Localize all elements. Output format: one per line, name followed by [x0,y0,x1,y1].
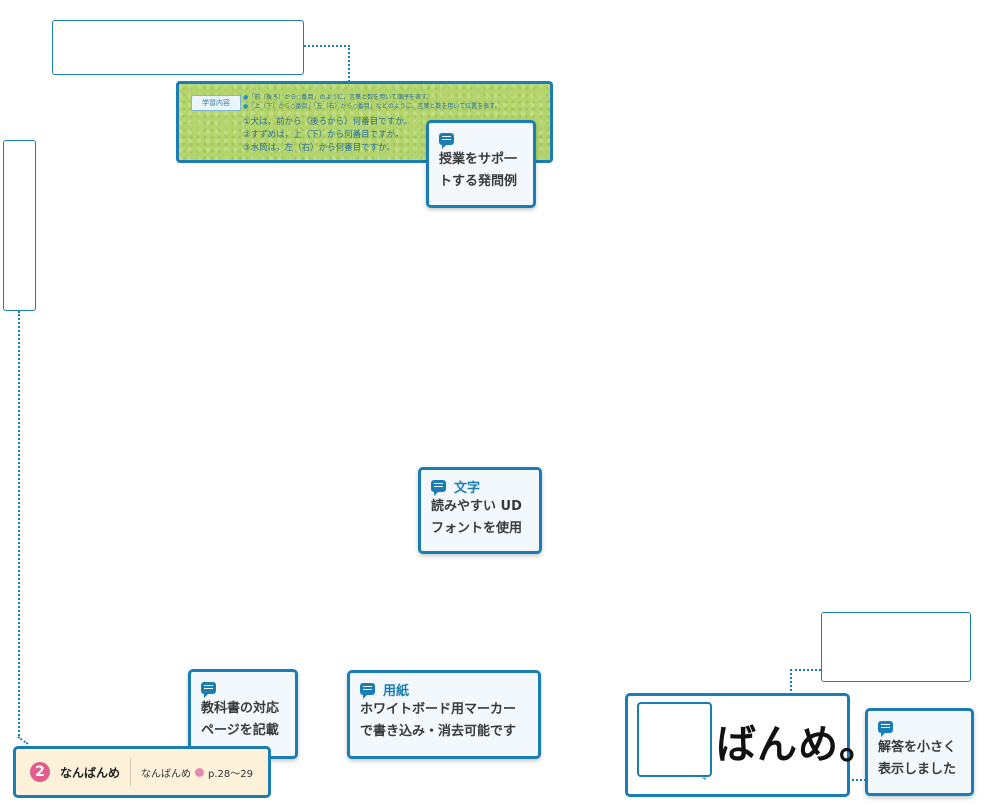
chat-bubble-icon [439,133,454,149]
unit-number-badge: 2 [30,762,50,782]
answer-box: ばんめ。 4 [625,693,879,797]
chat-bubble-icon [431,480,446,496]
connector-left-v [18,311,20,736]
callout-line: 表示しました [878,762,957,777]
callout-line: ホワイトボード用マーカー [360,702,517,717]
question-2: ②すずめは，上（下）から何番目ですか。 [243,130,404,140]
connector-right-v [790,669,792,695]
callout-title: 文字 [454,480,481,496]
answer-word: ばんめ。 [716,722,880,768]
callout-line: で書き込み・消去可能です [360,724,517,739]
objective-2: ●「上（下）から○番目」「左（右）から○番目」などのように，言葉と数を用いて位置… [243,103,501,110]
reference-title: なんばんめ [141,768,192,780]
textbook-icon [195,767,205,777]
study-tag: 学習内容 [191,95,241,111]
connector-top-v [348,45,350,82]
callout-line: 読みやすい UD [431,499,522,514]
objective-1: ●「前（後ろ）から○番目」のように，言葉と数を用いて順序を表す。 [243,94,433,101]
callout-line: トする発問例 [439,174,518,189]
page-header-bar: 2 なんばんめ なんばんめ p.28～29 [13,746,271,798]
empty-box-top [52,20,304,75]
chat-bubble-icon [878,721,893,737]
answer-small-number: 4 [702,774,707,782]
callout-paper: 用紙 ホワイトボード用マーカー で書き込み・消去可能です [347,670,541,759]
callout-textbook: 教科書の対応 ページを記載 [188,669,298,759]
empty-box-left [3,140,36,311]
connector-right-h [790,669,821,671]
callout-line: 解答を小さく [878,740,957,755]
question-3: ③水筒は，左（右）から何番目ですか。 [243,143,395,153]
callout-line: 授業をサポ一 [439,152,518,167]
connector-top-h [304,45,350,47]
divider [130,758,132,786]
callout-support-questions: 授業をサポ一 トする発問例 [426,120,536,208]
question-1: ①犬は，前から（後ろから）何番目ですか。 [243,117,412,127]
connector-left-h [17,736,29,745]
chat-bubble-icon [201,682,216,698]
answer-write-square[interactable] [637,702,712,777]
textbook-reference: なんばんめ p.28～29 [141,765,253,780]
empty-box-right [821,612,971,682]
callout-line: ページを記載 [201,723,279,738]
callout-title: 用紙 [383,683,410,699]
unit-title: なんばんめ [60,765,121,780]
chat-bubble-icon [360,683,375,699]
callout-answer: 解答を小さく 表示しました [865,708,974,796]
callout-line: フォントを使用 [431,521,523,536]
callout-line: 教科書の対応 [201,701,280,716]
callout-font: 文字 読みやすい UD フォントを使用 [418,467,542,554]
reference-pages: p.28～29 [208,768,253,780]
